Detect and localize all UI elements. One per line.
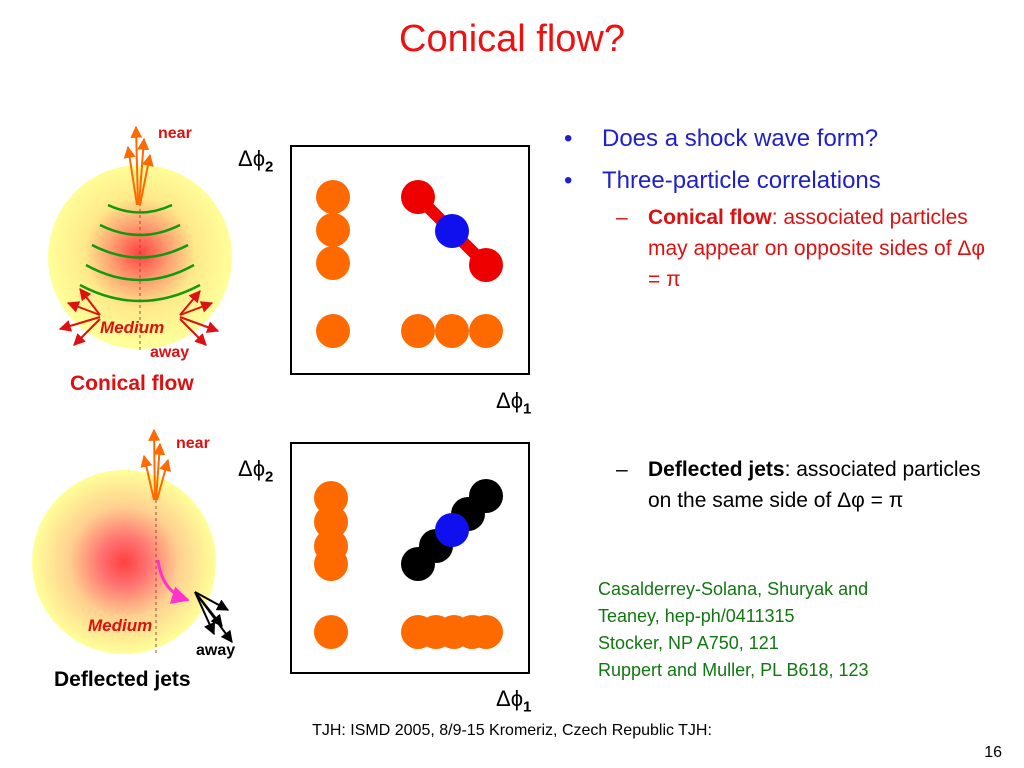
conical-flow-caption: Conical flow — [70, 372, 194, 395]
conical-flow-text: : associated particles may appear on opp… — [648, 206, 986, 291]
orange-dots — [314, 481, 503, 649]
blue-dot — [435, 214, 469, 248]
shock-wave-fronts — [79, 203, 201, 303]
reference-line: Ruppert and Muller, PL B618, 123 — [598, 660, 869, 680]
bullet-text: Three-particle correlations — [602, 167, 881, 194]
away-side-arrows — [194, 591, 233, 643]
deflected-jets-subpoint: – Deflected jets: associated particles o… — [560, 454, 1000, 516]
deflected-jet-path — [156, 559, 190, 604]
dash-icon: – — [616, 458, 628, 481]
reference-line: Casalderrey-Solana, Shuryak and — [598, 579, 869, 599]
references: Casalderrey-Solana, Shuryak and Teaney, … — [598, 576, 998, 684]
near-side-arrows — [123, 125, 154, 206]
red-dot — [469, 248, 503, 282]
reference-line: Stocker, NP A750, 121 — [598, 633, 779, 653]
plot-top — [290, 145, 530, 375]
bullet-item: • Does a shock wave form? — [560, 124, 1000, 154]
bullet-list: • Does a shock wave form? • Three-partic… — [560, 124, 1000, 295]
bullet-text: Does a shock wave form? — [602, 125, 879, 152]
conical-flow-subpoint: – Conical flow: associated particles may… — [560, 202, 1000, 295]
plot-bottom-xlabel: Δϕ1 — [496, 686, 532, 716]
deflected-jets-text: : associated particles on the same side … — [648, 458, 981, 512]
reference-line: Teaney, hep-ph/0411315 — [598, 606, 795, 626]
bullet-item: • Three-particle correlations — [560, 166, 1000, 196]
away-label: away — [196, 642, 236, 659]
dash-icon: – — [616, 206, 628, 229]
deflected-jets-item: – Deflected jets: associated particles o… — [560, 454, 1000, 516]
plot-top-xlabel: Δϕ1 — [496, 388, 532, 418]
medium-label: Medium — [100, 318, 165, 337]
deflected-jets-term: Deflected jets — [648, 458, 785, 481]
away-side-arrows-left — [58, 288, 101, 346]
footer: TJH: ISMD 2005, 8/9-15 Kromeriz, Czech R… — [312, 722, 712, 739]
deflected-jets-diagram — [32, 428, 233, 655]
plot-bottom-ylabel: Δϕ2 — [238, 456, 274, 486]
black-dots — [401, 479, 503, 581]
bullet-dot-icon: • — [564, 167, 573, 194]
medium-sphere — [32, 470, 216, 654]
near-side-arrows — [140, 428, 171, 501]
deflected-jets-caption: Deflected jets — [54, 668, 191, 691]
away-side-arrows-right — [179, 290, 220, 346]
plot-top-ylabel: Δϕ2 — [238, 146, 274, 176]
conical-flow-term: Conical flow — [648, 206, 772, 229]
conical-flow-diagram — [48, 125, 232, 350]
medium-label: Medium — [88, 616, 153, 635]
near-label: near — [158, 125, 192, 142]
page-number: 16 — [984, 744, 1002, 761]
blue-dot — [435, 513, 469, 547]
near-label: near — [176, 435, 210, 452]
orange-dots — [316, 180, 503, 348]
plot-bottom — [290, 442, 530, 674]
bullet-dot-icon: • — [564, 125, 573, 152]
red-dot — [401, 180, 435, 214]
page-title: Conical flow? — [399, 18, 625, 60]
away-label: away — [150, 344, 190, 361]
